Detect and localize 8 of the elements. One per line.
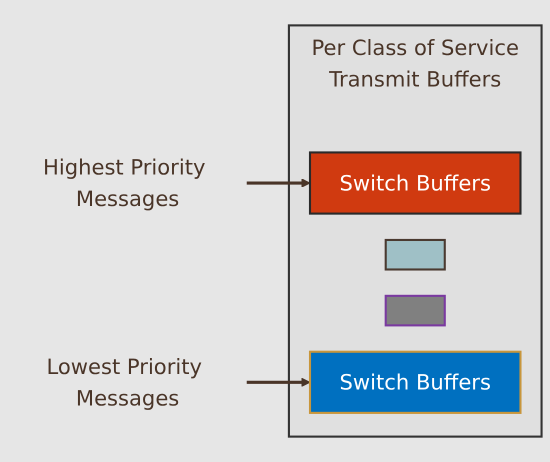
node-box: Switch Buffers <box>308 350 522 414</box>
node-box: Switch Buffers <box>308 151 522 215</box>
node-text: Highest Priority Messages <box>43 154 206 212</box>
arrow <box>246 178 310 188</box>
node-text: Lowest Priority Messages <box>46 354 202 411</box>
arrow <box>246 378 310 387</box>
node-box <box>384 294 446 326</box>
node-box <box>384 238 446 271</box>
